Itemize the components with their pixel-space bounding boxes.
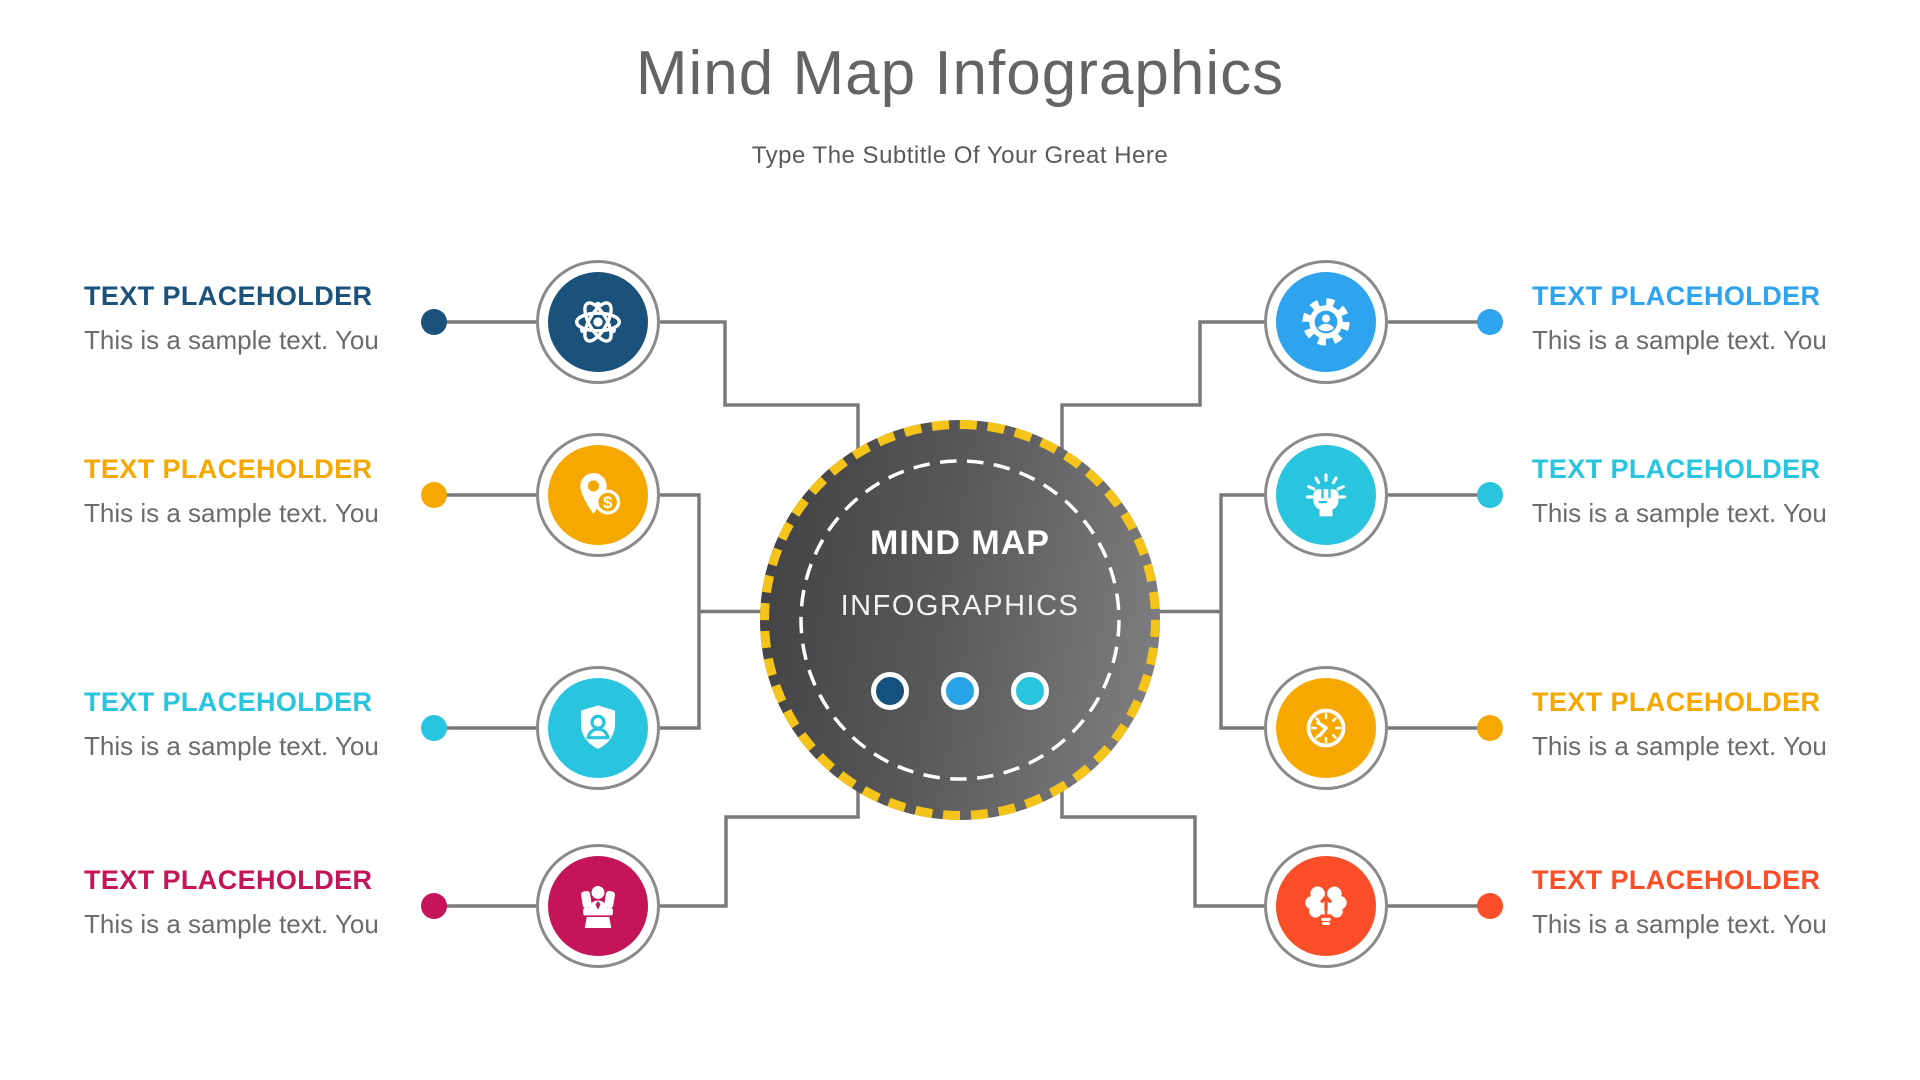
- hub-inner-dashed-ring: [799, 459, 1121, 781]
- branch-body: This is a sample text. You: [84, 325, 379, 355]
- branch-dot: [421, 715, 447, 741]
- branch-node: [536, 844, 660, 968]
- shield-user-icon: [580, 705, 616, 749]
- branch-heading: TEXT PLACEHOLDER: [1532, 865, 1821, 895]
- branch-node: [536, 666, 660, 790]
- branch-text-right-3: TEXT PLACEHOLDER This is a sample text. …: [1532, 687, 1872, 762]
- branch-node: [536, 260, 660, 384]
- branch-heading: TEXT PLACEHOLDER: [84, 454, 373, 484]
- branch-body: This is a sample text. You: [1532, 498, 1827, 528]
- branch-body: This is a sample text. You: [1532, 325, 1827, 355]
- branch-node: [1264, 844, 1388, 968]
- hub-dot-2: [941, 672, 979, 710]
- hub-dashed-border: [760, 420, 1160, 820]
- branch-dot: [421, 893, 447, 919]
- branch-body: This is a sample text. You: [84, 498, 379, 528]
- branch-dot: [1477, 482, 1503, 508]
- branch-dot: [1477, 893, 1503, 919]
- branch-node: $: [536, 433, 660, 557]
- branch-heading: TEXT PLACEHOLDER: [1532, 454, 1821, 484]
- fist-rays-icon: [1305, 473, 1347, 517]
- branch-dot: [1477, 715, 1503, 741]
- hub-subtitle: INFOGRAPHICS: [840, 590, 1080, 622]
- hub-title: MIND MAP: [870, 524, 1050, 562]
- svg-text:$: $: [603, 493, 613, 512]
- hub-dots: [760, 672, 1160, 710]
- branch-dot: [1477, 309, 1503, 335]
- branch-body: This is a sample text. You: [84, 731, 379, 761]
- branch-text-left-4: TEXT PLACEHOLDER This is a sample text. …: [84, 865, 424, 940]
- branch-dot: [421, 309, 447, 335]
- branch-body: This is a sample text. You: [1532, 731, 1827, 761]
- branch-node: [1264, 666, 1388, 790]
- branch-heading: TEXT PLACEHOLDER: [1532, 687, 1821, 717]
- atom-icon: [575, 301, 621, 343]
- brain-arrow-icon: [1305, 886, 1347, 925]
- location-dollar-icon: $: [580, 473, 621, 515]
- branch-text-right-2: TEXT PLACEHOLDER This is a sample text. …: [1532, 454, 1872, 529]
- gear-user-icon: [1302, 298, 1350, 346]
- branch-text-right-4: TEXT PLACEHOLDER This is a sample text. …: [1532, 865, 1872, 940]
- branch-heading: TEXT PLACEHOLDER: [84, 281, 373, 311]
- branch-text-left-2: TEXT PLACEHOLDER This is a sample text. …: [84, 454, 424, 529]
- branch-body: This is a sample text. You: [84, 909, 379, 939]
- page-title: Mind Map Infographics: [635, 39, 1285, 108]
- branch-text-left-1: TEXT PLACEHOLDER This is a sample text. …: [84, 281, 424, 356]
- branch-text-left-3: TEXT PLACEHOLDER This is a sample text. …: [84, 687, 424, 762]
- branch-heading: TEXT PLACEHOLDER: [84, 865, 373, 895]
- branch-heading: TEXT PLACEHOLDER: [84, 687, 373, 717]
- hub-dot-1: [871, 672, 909, 710]
- branch-dot: [421, 482, 447, 508]
- hub-dot-3: [1011, 672, 1049, 710]
- central-hub-circle: [760, 420, 1160, 820]
- branch-node: [1264, 260, 1388, 384]
- branch-body: This is a sample text. You: [1532, 909, 1827, 939]
- branch-heading: TEXT PLACEHOLDER: [1532, 281, 1821, 311]
- clock-icon: [1306, 708, 1346, 748]
- branch-text-right-1: TEXT PLACEHOLDER This is a sample text. …: [1532, 281, 1872, 356]
- page-subtitle: Type The Subtitle Of Your Great Here: [751, 142, 1169, 169]
- speaker-desk-icon: [581, 885, 615, 928]
- branch-node: [1264, 433, 1388, 557]
